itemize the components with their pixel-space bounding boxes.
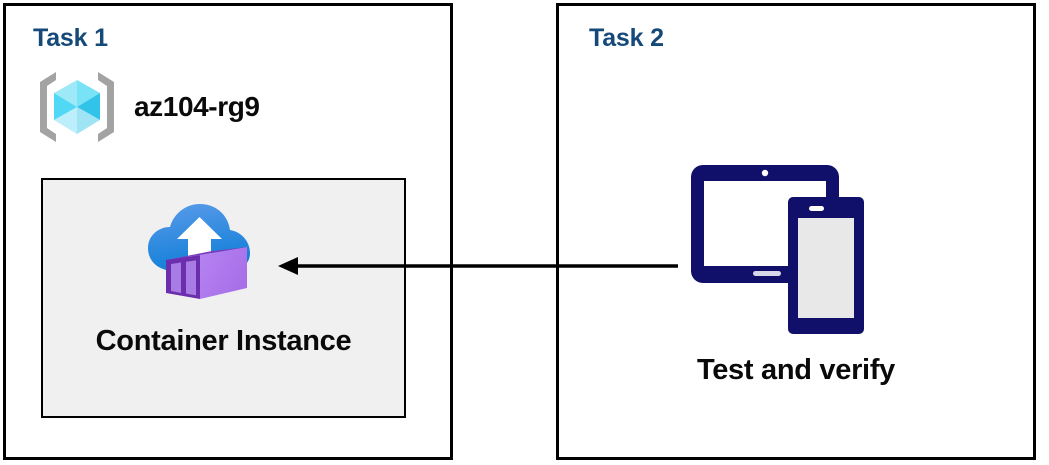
azure-container-instance-icon (148, 204, 250, 299)
resource-group-label: az104-rg9 (134, 91, 260, 122)
azure-resource-group-icon (40, 72, 114, 142)
tablet-and-phone-icon (691, 165, 864, 334)
resource-group-row: az104-rg9 (36, 68, 260, 146)
panel-title-task-2: Task 2 (589, 24, 664, 52)
panel-task-2: Task 2 Test and verify (556, 3, 1036, 460)
test-and-verify-label: Test and verify (696, 354, 896, 386)
container-instance-label: Container Instance (95, 325, 352, 357)
panel-title-task-1: Task 1 (33, 24, 108, 52)
panel-task-1: Task 1 az104-r (3, 3, 453, 460)
container-instance-box: Container Instance (41, 178, 406, 418)
